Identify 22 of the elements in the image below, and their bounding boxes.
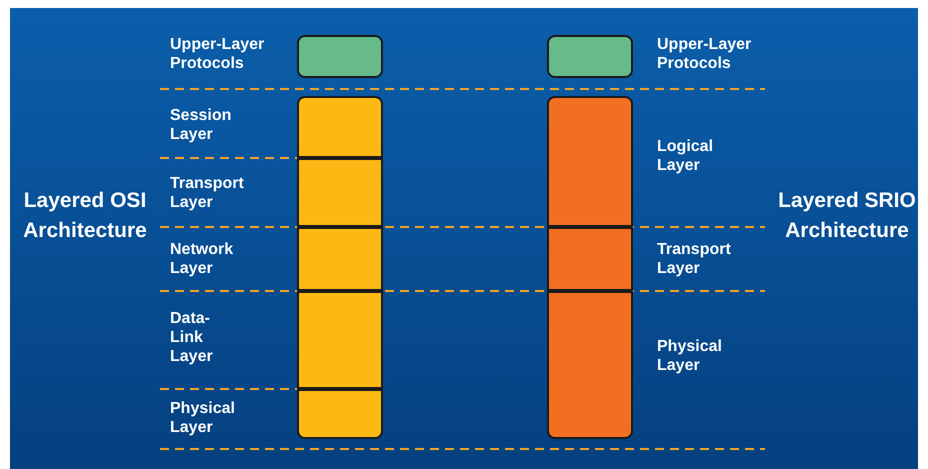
- layer-label: Upper-Layer Protocols: [657, 35, 752, 73]
- layer-block: [297, 227, 383, 291]
- layer-label: Session Layer: [170, 106, 232, 144]
- protocol-block: [547, 35, 633, 78]
- layer-label: Transport Layer: [657, 240, 732, 278]
- layer-label: Transport Layer: [170, 174, 245, 212]
- layer-label: Data- Link Layer: [170, 309, 214, 366]
- architecture-title: Layered OSI Architecture: [22, 188, 148, 244]
- layer-label: Physical Layer: [170, 399, 236, 437]
- layer-block: [297, 158, 383, 227]
- layer-block: [297, 291, 383, 389]
- layer-block: [297, 389, 383, 439]
- layer-block: [547, 96, 633, 227]
- layer-label: Logical Layer: [657, 137, 714, 175]
- layer-label: Physical Layer: [657, 337, 723, 375]
- layer-block: [547, 291, 633, 439]
- layer-block: [547, 227, 633, 291]
- layer-label: Network Layer: [170, 240, 234, 278]
- layer-label: Upper-Layer Protocols: [170, 35, 266, 73]
- layer-block: [297, 96, 383, 158]
- protocol-block: [297, 35, 383, 78]
- architecture-title: Layered SRIO Architecture: [777, 188, 917, 244]
